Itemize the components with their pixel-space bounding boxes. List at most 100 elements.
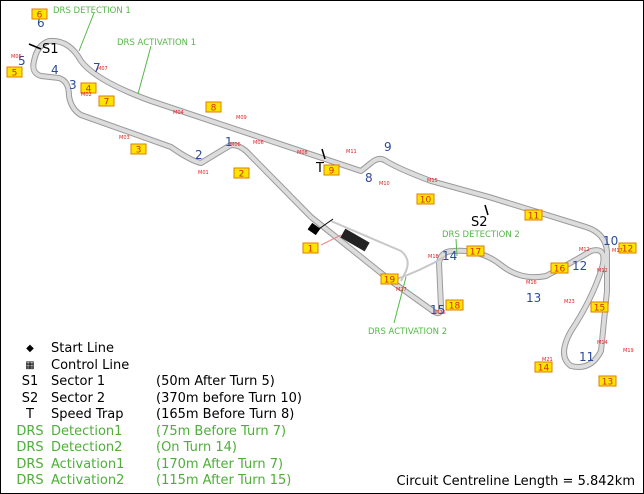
legend-detail: (370m before Turn 10) [156,390,302,406]
marshal-post-label: M12 [597,268,608,274]
marshal-post-label: M18 [428,254,439,260]
legend-name: Activation2 [51,473,125,488]
turn-number: 13 [526,291,541,305]
camera-number: 10 [420,196,432,206]
marshal-post-label: M15 [427,178,438,184]
turn-number: 7 [93,61,101,75]
speed-trap-label: T [315,161,324,176]
marshal-post-label: M27 [396,287,407,293]
camera-number: 15 [594,304,605,314]
legend-symbol: DRS [16,440,44,455]
legend-name: Control Line [51,357,130,373]
marshal-post-label: M07 [97,66,108,72]
camera-marker: 17 [466,245,485,258]
marshal-post-label: M01 [198,170,209,176]
camera-number: 19 [384,276,396,286]
camera-number: 18 [449,302,461,312]
speed-trap-line [321,148,326,160]
camera-marker: 2 [233,167,250,180]
camera-number: 2 [239,170,245,180]
turn-number: 14 [442,249,457,263]
sector-2-line [484,204,489,216]
legend-name: Activation1 [51,456,125,472]
drs-detection-2-label: DRS DETECTION 2 [442,230,520,240]
legend-name: Sector 2 [51,390,106,406]
turn-number: 11 [579,350,594,364]
legend-row: DRS Detection1 (75m Before Turn 7) [9,424,302,441]
turn-number: 12 [572,259,587,273]
legend-symbol: S1 [21,374,39,389]
camera-marker: 10 [416,193,435,206]
camera-marker: 14 [534,361,553,374]
drs-activation-1-label: DRS ACTIVATION 1 [117,38,196,48]
camera-marker: 13 [598,375,617,388]
camera-marker: 4 [80,82,97,95]
sector-1-line [28,43,42,50]
turn-number: 5 [18,54,26,68]
legend-detail: (50m After Turn 5) [156,374,275,389]
camera-marker: 15 [590,301,609,314]
legend-detail: (On Turn 14) [156,440,237,455]
camera-marker: 7 [98,95,115,108]
marshal-post-label: M11 [346,149,357,155]
marshal-post-label: M05 [11,54,22,60]
drs-activation-2-line [393,276,407,324]
legend-row: S2 Sector 2 (370m before Turn 10) [9,391,302,408]
marshal-post-label: M23 [564,299,575,305]
camera-marker: 18 [445,299,464,312]
camera-number: 14 [538,364,550,374]
camera-number: 3 [136,146,142,156]
legend-row: DRS Detection2 (On Turn 14) [9,440,302,457]
sector-2-label: S2 [471,215,488,230]
turn-number: 3 [69,78,77,92]
marshal-post-label: M19 [623,348,634,354]
sector-1-label: S1 [42,42,59,57]
turn-number: 9 [384,140,392,154]
marshal-post-label: M12 [579,247,590,253]
camera-number: 5 [12,69,18,79]
legend-name: Speed Trap [51,407,124,422]
camera-marker: 3 [130,143,147,156]
marshal-post-label: M03 [119,135,130,141]
marshal-post-label: M08 [297,150,308,156]
turn-number: 2 [195,148,203,162]
marshal-post-label: M04 [173,110,184,116]
legend-name: Detection2 [51,440,123,455]
marshal-post-label: M21 [542,357,553,363]
camera-marker: 1 [302,242,319,255]
legend-name: Detection1 [51,423,123,439]
marshal-post-label: M10 [379,181,390,187]
legend-symbol: S2 [21,390,39,406]
camera-marker: 11 [524,209,543,222]
legend-symbol: T [26,407,34,422]
camera-marker: 5 [6,66,23,79]
camera-number: 9 [329,167,335,177]
turn-number: 4 [51,63,59,77]
control-line-icon: ▦ [25,359,35,371]
checkered-flag-icon [307,222,321,236]
legend-row: ▦ Control Line [9,358,302,375]
turn-number: 15 [430,303,445,317]
legend-detail: (115m After Turn 15) [156,473,292,488]
marshal-post-label: M16 [526,280,537,286]
drs-detection-2-line [455,238,458,257]
camera-number: 6 [37,11,43,21]
marshal-post-label: M06 [230,142,241,148]
legend-symbol: DRS [16,423,44,439]
marshal-post-label: M17 [612,248,623,254]
drs-activation-2-label: DRS ACTIVATION 2 [368,327,447,337]
car-icon [340,228,370,252]
legend-detail: (75m Before Turn 7) [156,423,287,439]
marshal-post-label: M02 [81,92,92,98]
legend-symbol: DRS [16,456,44,472]
camera-number: 17 [470,248,481,258]
camera-number: 1 [308,245,314,255]
turn-number: 8 [365,171,373,185]
camera-number: 8 [211,104,217,114]
